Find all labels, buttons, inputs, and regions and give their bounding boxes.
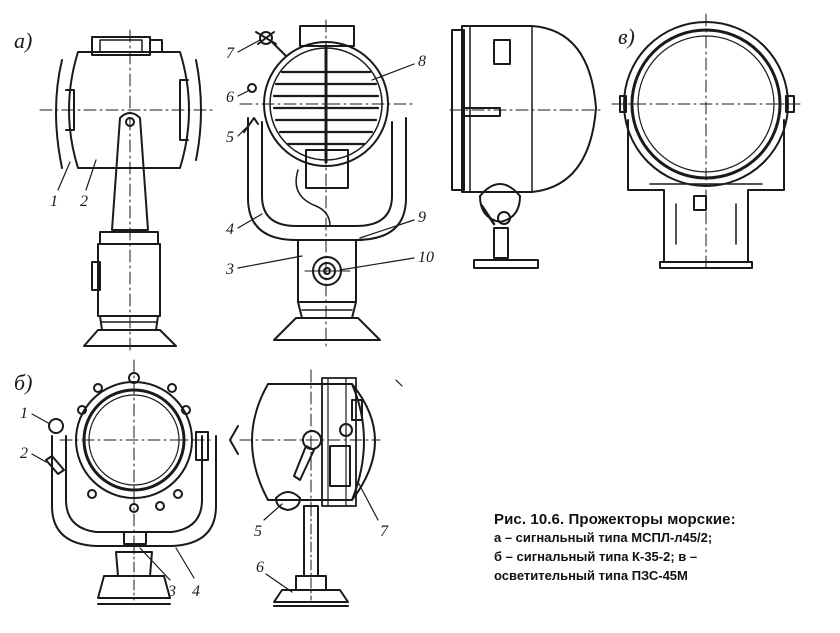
- searchlight-a-side-view: [39, 29, 216, 351]
- callout-a-4: 4: [226, 221, 234, 238]
- panel-label-a: а): [14, 28, 32, 53]
- searchlight-side-view-3: [449, 25, 601, 269]
- callout-b-2: 2: [20, 445, 28, 462]
- callout-b-3: 3: [167, 583, 176, 600]
- callout-a-6: 6: [226, 89, 234, 106]
- callout-b-5: 5: [254, 523, 262, 540]
- caption-title: Рис. 10.6. Прожекторы морские:: [494, 511, 736, 528]
- callout-a-7: 7: [226, 45, 235, 62]
- panel-label-v: в): [618, 24, 635, 49]
- caption-line-1: а – сигнальный типа МСПЛ-л45/2;: [494, 530, 713, 545]
- callout-a-10: 10: [418, 249, 434, 266]
- callout-b-4: 4: [192, 583, 200, 600]
- panel-label-b: б): [14, 370, 32, 395]
- callout-a-1: 1: [50, 193, 58, 210]
- caption-line-3: осветительный типа ПЗС-45М: [494, 568, 688, 583]
- callout-b-1: 1: [20, 405, 28, 422]
- callout-a-5: 5: [226, 129, 234, 146]
- callout-a-2: 2: [80, 193, 88, 210]
- callout-a-8: 8: [418, 53, 426, 70]
- searchlight-a-front-view: [237, 19, 415, 347]
- callout-a-9: 9: [418, 209, 426, 226]
- callout-b-7: 7: [380, 523, 389, 540]
- searchlight-b-front-view: [31, 359, 217, 605]
- figure-caption: Рис. 10.6. Прожекторы морские: а – сигна…: [494, 511, 834, 585]
- searchlight-b-side-view: [229, 369, 403, 607]
- callout-b-6: 6: [256, 559, 264, 576]
- callout-a-3: 3: [225, 261, 234, 278]
- floodlight-v-front-view: [611, 13, 801, 271]
- caption-line-2: б – сигнальный типа К-35-2; в –: [494, 549, 698, 564]
